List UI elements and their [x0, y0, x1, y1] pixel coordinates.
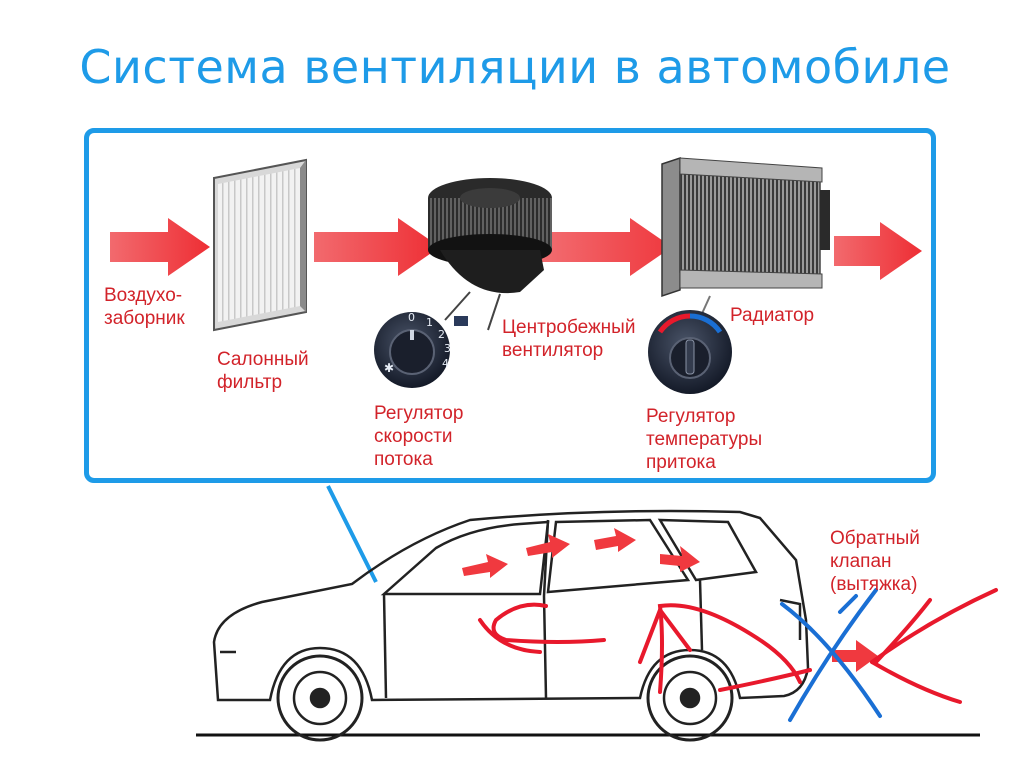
- label-line: заборник: [104, 308, 185, 329]
- label-line: Центробежный: [502, 317, 636, 338]
- label-line: Воздухо-: [104, 285, 183, 306]
- blower-fan-icon: [428, 178, 552, 331]
- speed-mark-4: 4: [442, 357, 449, 370]
- car-icon: [212, 509, 810, 742]
- speed-mark-2: 2: [438, 328, 445, 341]
- label-line: Регулятор: [374, 403, 464, 424]
- label-line: притока: [646, 452, 716, 473]
- speed-mark-3: 3: [444, 342, 451, 355]
- label-blower-fan: Центробежный вентилятор: [502, 316, 635, 362]
- red-marker-strokes: [478, 588, 998, 704]
- label-radiator: Радиатор: [730, 304, 814, 327]
- page-title: Система вентиляции в автомобиле: [79, 40, 951, 94]
- label-speed-regulator: Регулятор скорости потока: [374, 402, 463, 471]
- temp-knob-icon: [648, 310, 732, 394]
- label-line: потока: [374, 449, 433, 470]
- callout-pointer: [326, 485, 378, 583]
- label-line: (вытяжка): [830, 574, 918, 595]
- cabin-filter-icon: [213, 158, 307, 332]
- flow-arrows: [110, 218, 922, 280]
- label-line: вентилятор: [502, 340, 604, 361]
- speed-mark-0: 0: [408, 311, 415, 324]
- flow-arrow-3: [530, 218, 672, 276]
- label-air-intake: Воздухо- заборник: [104, 284, 185, 330]
- car-flow-arrows: [462, 528, 878, 672]
- label-line: Салонный: [217, 349, 309, 370]
- label-line: температуры: [646, 429, 763, 450]
- components-panel: [84, 128, 936, 483]
- speed-mark-1: 1: [426, 316, 433, 329]
- label-check-valve: Обратный клапан (вытяжка): [830, 527, 920, 596]
- speed-knob-icon: ✱: [374, 312, 450, 388]
- label-line: Регулятор: [646, 406, 736, 427]
- flow-arrow-2: [314, 218, 440, 276]
- label-line: клапан: [830, 551, 892, 572]
- flow-arrow-1: [110, 218, 210, 276]
- label-line: Радиатор: [730, 305, 815, 326]
- blue-marker-cross: [780, 588, 882, 722]
- label-temp-regulator: Регулятор температуры притока: [646, 405, 762, 474]
- radiator-icon: [661, 156, 830, 319]
- label-line: скорости: [374, 426, 453, 447]
- flow-arrow-4: [834, 222, 922, 280]
- label-cabin-filter: Салонный фильтр: [217, 348, 309, 394]
- svg-text:✱: ✱: [384, 361, 394, 375]
- label-line: Обратный: [830, 528, 920, 549]
- label-line: фильтр: [217, 372, 283, 393]
